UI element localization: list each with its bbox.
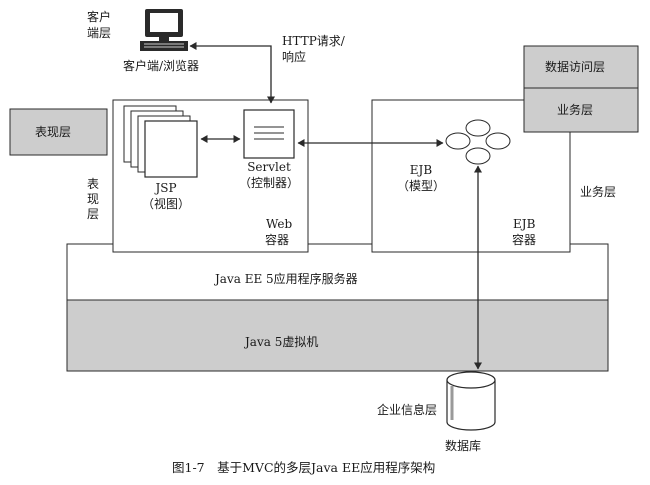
http-label-line1: HTTP请求/ [282, 34, 345, 48]
data-access-tier-box [523, 45, 639, 89]
database-label: 数据库 [445, 439, 482, 453]
jsp-pages-icon [123, 105, 198, 178]
ejb-container-label-line1: EJB [513, 217, 536, 231]
ejb-label: EJB [409, 163, 433, 177]
ejb-beans-icon [445, 119, 511, 165]
servlet-role-label: （控制器） [238, 176, 299, 190]
servlet-label: Servlet [247, 160, 291, 174]
figure-caption: 图1-7 基于MVC的多层Java EE应用程序架构 [172, 460, 436, 475]
client-tier-label-line2: 端层 [87, 26, 112, 40]
client-tier-label-line1: 客户 [87, 10, 112, 24]
app-server-label: Java EE 5应用程序服务器 [215, 272, 358, 286]
database-icon [446, 371, 496, 431]
presentation-side-label-line3: 层 [87, 207, 100, 221]
web-container-label-line1: Web [266, 217, 293, 231]
http-label-line2: 响应 [282, 50, 307, 64]
presentation-side-label-line2: 现 [87, 192, 100, 206]
business-tier-side-label: 业务层 [580, 185, 617, 199]
jvm-label: Java 5虚拟机 [245, 335, 319, 349]
jsp-label: JSP [155, 181, 177, 195]
app-server-box [66, 243, 609, 301]
servlet-document-icon [243, 109, 295, 159]
jsp-role-label: （视图） [141, 197, 190, 211]
client-browser-label: 客户端/浏览器 [123, 59, 200, 73]
enterprise-tier-label: 企业信息层 [377, 403, 438, 417]
presentation-tier-box [9, 108, 108, 156]
ejb-container-label-line2: 容器 [512, 233, 537, 247]
data-access-tier-label: 数据访问层 [545, 60, 606, 74]
web-container-label-line2: 容器 [265, 233, 290, 247]
ejb-role-label: （模型） [396, 179, 445, 193]
computer-icon [140, 9, 188, 51]
jvm-box [66, 299, 609, 372]
presentation-tier-label: 表现层 [35, 125, 72, 139]
business-tier-label: 业务层 [557, 103, 594, 117]
http-arrow [189, 42, 275, 104]
presentation-side-label-line1: 表 [87, 177, 100, 191]
business-tier-box [523, 87, 639, 133]
